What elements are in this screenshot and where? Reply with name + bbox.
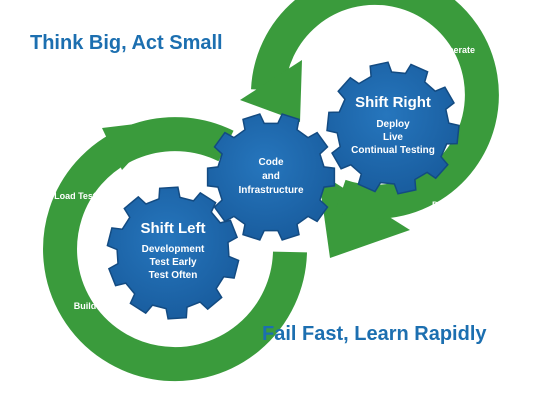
right-gear-line: Continual Testing [351,145,435,156]
right-loop-arrowhead [240,60,302,122]
right-gear-title: Shift Right [355,94,431,111]
right-arc-label-monitor: Monitor [337,28,370,38]
center-gear-line: Infrastructure [238,185,303,196]
headline-top: Think Big, Act Small [30,32,223,54]
left-arc-label-build: Build [74,301,97,311]
left-gear [106,186,240,320]
center-gear-line: and [262,171,280,182]
left-arc-label-code: Code [156,335,179,345]
right-arc-label-operate: Operate [441,45,475,55]
right-gear [326,61,460,195]
right-gear-line: Live [383,132,403,143]
left-gear-line: Test Early [149,257,196,268]
headline-bottom: Fail Fast, Learn Rapidly [262,323,487,345]
center-gear [206,113,336,241]
left-gear-line: Development [142,244,205,255]
right-arc-label-deploy: Deploy [432,200,462,210]
left-loop-tail-arrowhead [102,120,168,170]
right-loop-arrow [251,0,499,219]
left-arc-label-plan: Plan [234,296,253,306]
center-gear-line: Code [259,157,284,168]
left-gear-title: Shift Left [141,220,206,237]
left-arc-label-load-test: Load Test [54,191,96,201]
left-gear-line: Test Often [149,270,198,281]
right-gear-line: Deploy [376,119,410,130]
